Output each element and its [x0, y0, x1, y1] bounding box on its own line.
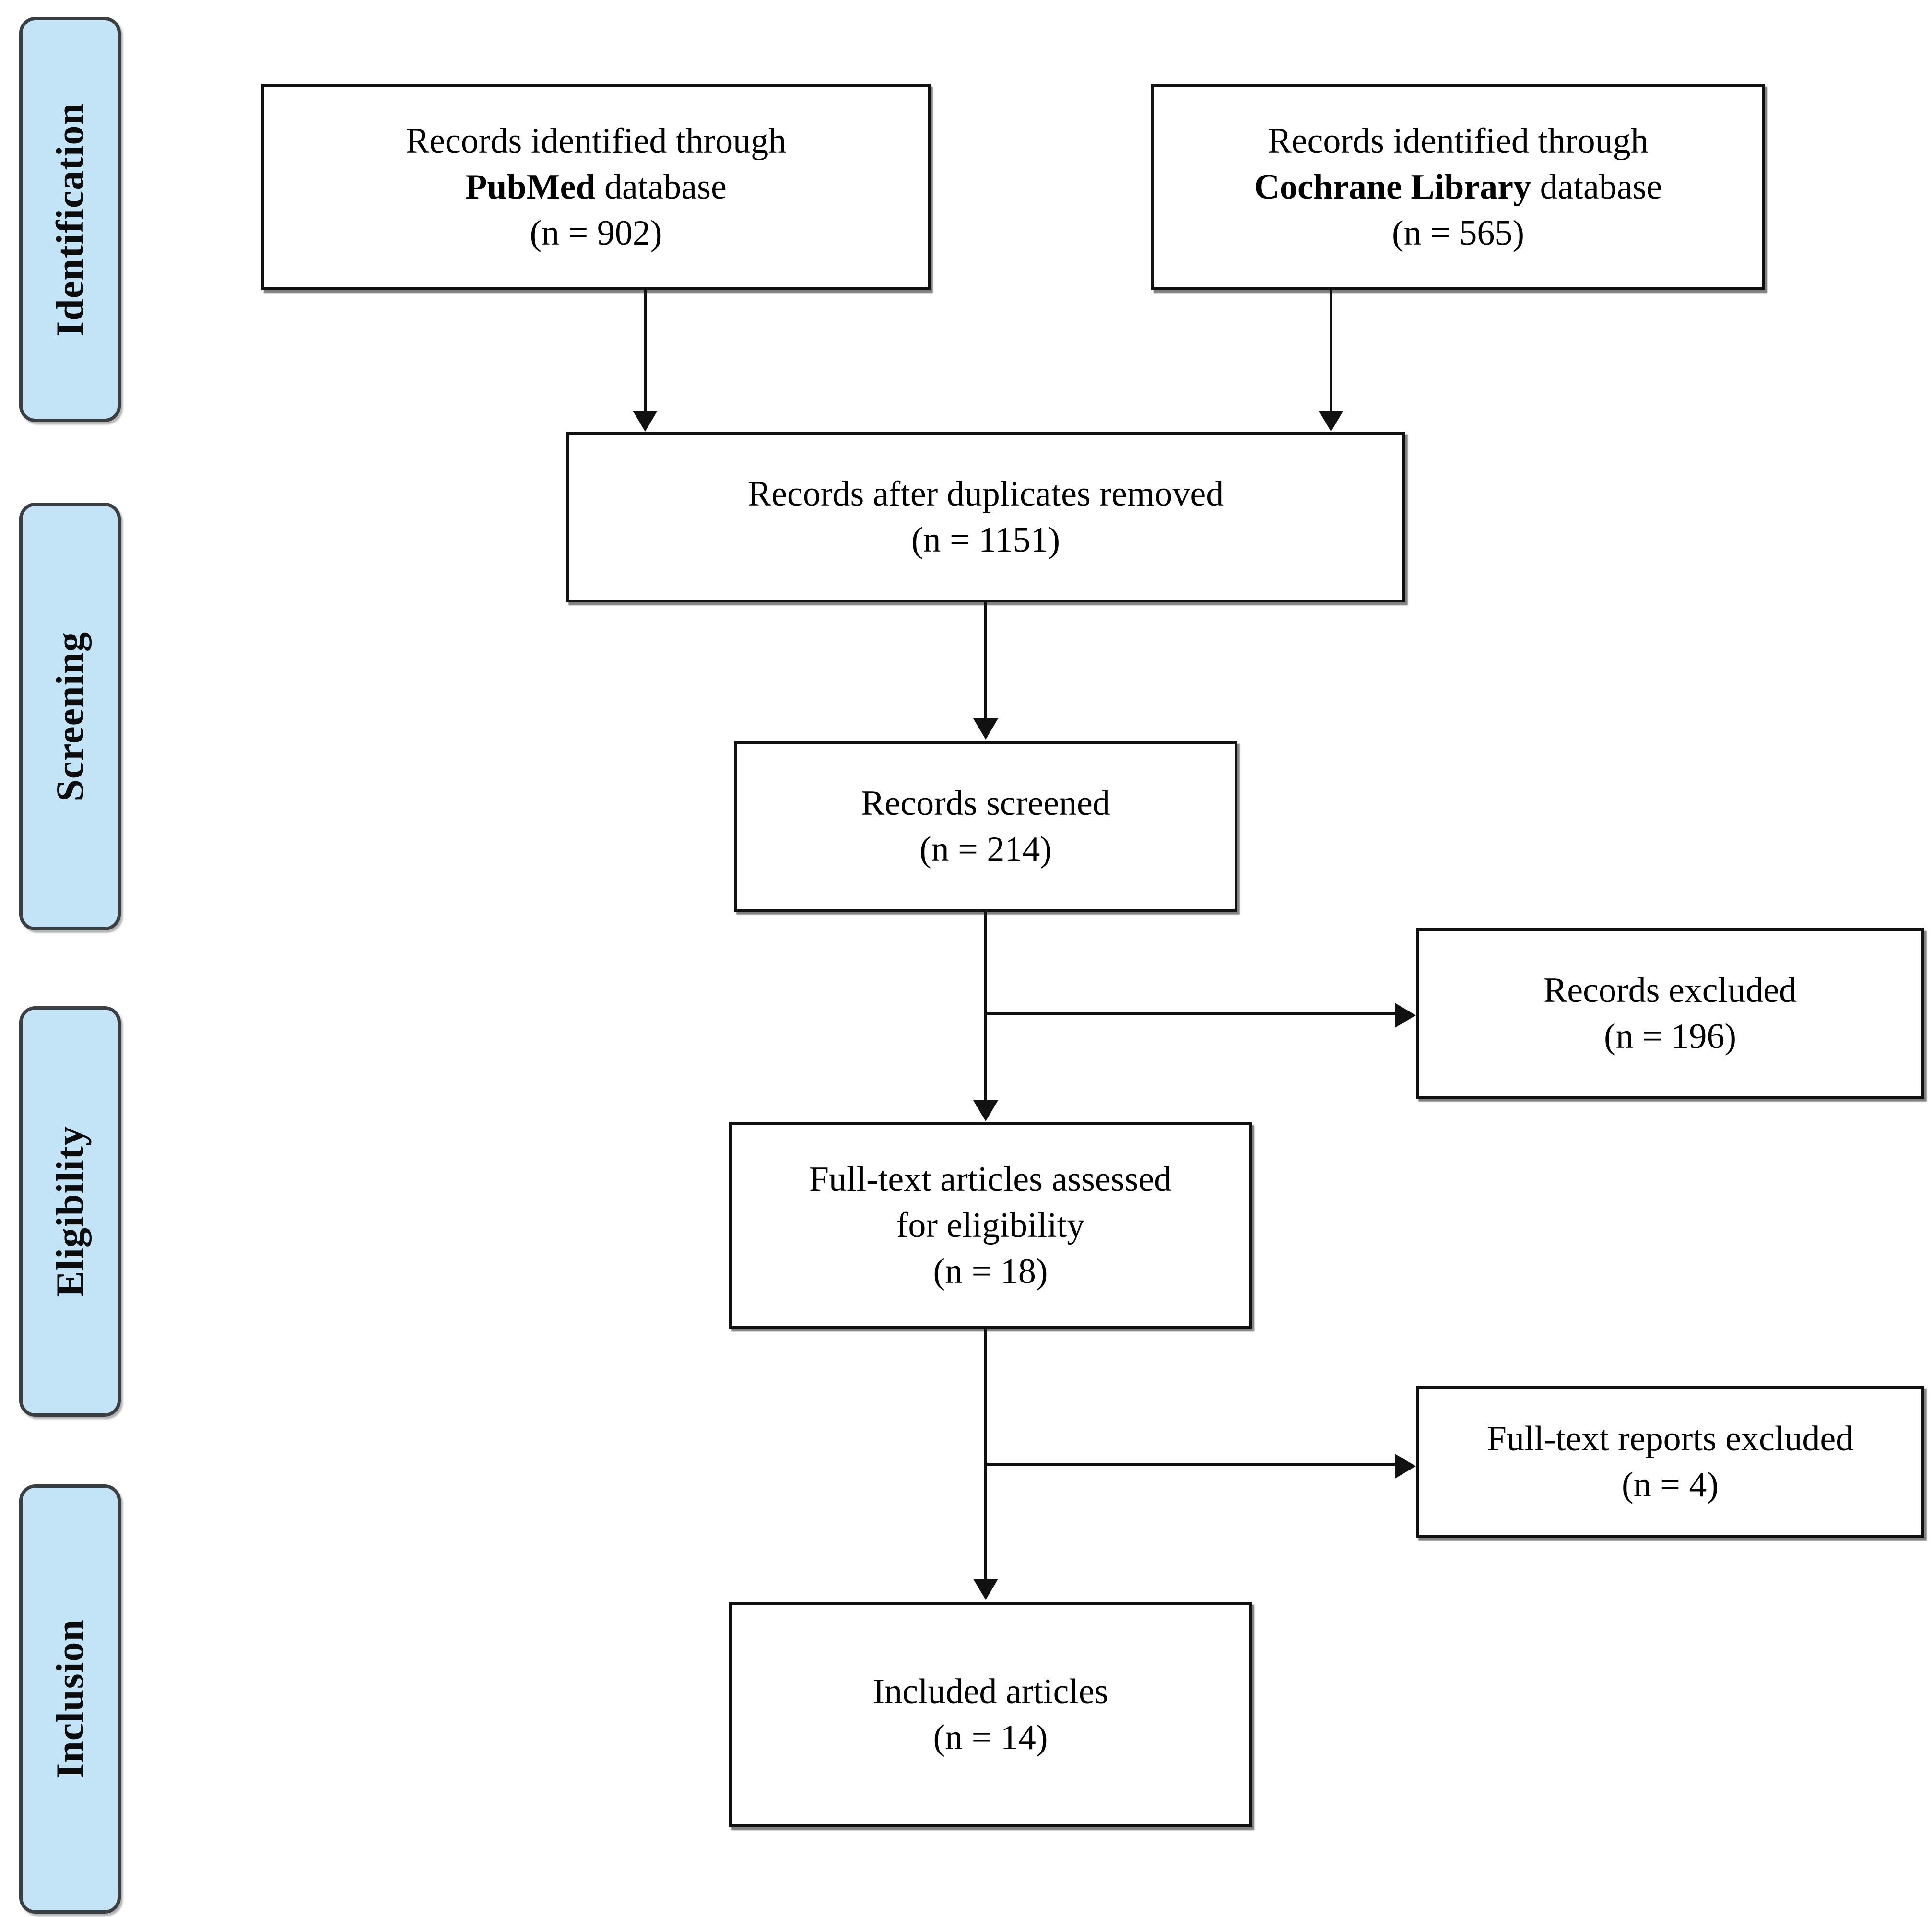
fulltext-assessed-count: (n = 18): [933, 1252, 1048, 1292]
arrowhead-cochrane-to-duplicates: [1319, 411, 1343, 432]
records-excluded-count: (n = 196): [1603, 1017, 1737, 1056]
box-records-excluded: Records excluded (n = 196): [1416, 928, 1924, 1099]
arrowhead-screened-to-fulltext: [973, 1100, 998, 1121]
records-excluded-line-1: Records excluded: [1543, 970, 1797, 1010]
connector-screened-to-records-excluded: [984, 1012, 1398, 1015]
cochrane-line-1: Records identified through: [1268, 121, 1649, 161]
connector-fulltext-to-included: [984, 1329, 987, 1580]
pubmed-count: (n = 902): [530, 213, 662, 253]
arrowhead-fulltext-to-included: [973, 1579, 998, 1600]
box-records-identified-cochrane: Records identified through Cochrane Libr…: [1151, 84, 1765, 290]
screened-count: (n = 214): [919, 830, 1052, 869]
stage-band-eligibility: Eligibility: [19, 1006, 121, 1417]
cochrane-database-suffix: database: [1531, 167, 1662, 207]
connector-fulltext-to-fulltext-excluded: [984, 1463, 1398, 1466]
stage-band-eligibility-label: Eligibility: [48, 1126, 92, 1297]
cochrane-line-2: Cochrane Library database: [1254, 164, 1662, 210]
fulltext-excluded-line-1: Full-text reports excluded: [1486, 1419, 1854, 1458]
screened-line-1: Records screened: [861, 783, 1110, 823]
stage-band-inclusion-label: Inclusion: [48, 1619, 92, 1779]
pubmed-database-name: PubMed: [465, 167, 596, 207]
fulltext-assessed-line-1: Full-text articles assessed: [809, 1159, 1172, 1199]
pubmed-database-suffix: database: [595, 167, 727, 207]
arrowhead-pubmed-to-duplicates: [633, 411, 658, 432]
duplicates-count: (n = 1151): [911, 520, 1060, 560]
connector-screened-to-fulltext: [984, 912, 987, 1102]
box-records-screened: Records screened (n = 214): [734, 741, 1237, 912]
duplicates-line-1: Records after duplicates removed: [747, 474, 1224, 514]
arrowhead-fulltext-to-fulltext-excluded: [1395, 1454, 1416, 1479]
pubmed-line-2: PubMed database: [465, 164, 727, 210]
stage-band-identification: Identification: [19, 17, 121, 422]
connector-pubmed-to-duplicates: [644, 290, 647, 412]
cochrane-count: (n = 565): [1391, 213, 1525, 253]
connector-cochrane-to-duplicates: [1330, 290, 1332, 412]
box-included-articles: Included articles (n = 14): [729, 1602, 1252, 1827]
fulltext-assessed-line-2: for eligibility: [896, 1205, 1085, 1245]
box-records-identified-pubmed: Records identified through PubMed databa…: [261, 84, 931, 290]
pubmed-line-1: Records identified through: [405, 121, 787, 161]
stage-band-inclusion: Inclusion: [19, 1484, 121, 1914]
included-count: (n = 14): [933, 1718, 1048, 1757]
fulltext-excluded-count: (n = 4): [1621, 1465, 1719, 1505]
stage-band-screening: Screening: [19, 503, 121, 930]
box-fulltext-reports-excluded: Full-text reports excluded (n = 4): [1416, 1386, 1924, 1538]
box-records-after-duplicates-removed: Records after duplicates removed (n = 11…: [566, 432, 1405, 602]
stage-band-identification-label: Identification: [48, 102, 92, 337]
arrowhead-duplicates-to-screened: [973, 718, 998, 740]
connector-duplicates-to-screened: [984, 602, 987, 720]
arrowhead-screened-to-records-excluded: [1395, 1003, 1416, 1028]
cochrane-database-name: Cochrane Library: [1254, 167, 1531, 207]
stage-band-screening-label: Screening: [48, 632, 92, 801]
included-line-1: Included articles: [872, 1671, 1108, 1711]
box-fulltext-articles-assessed: Full-text articles assessed for eligibil…: [729, 1122, 1252, 1329]
